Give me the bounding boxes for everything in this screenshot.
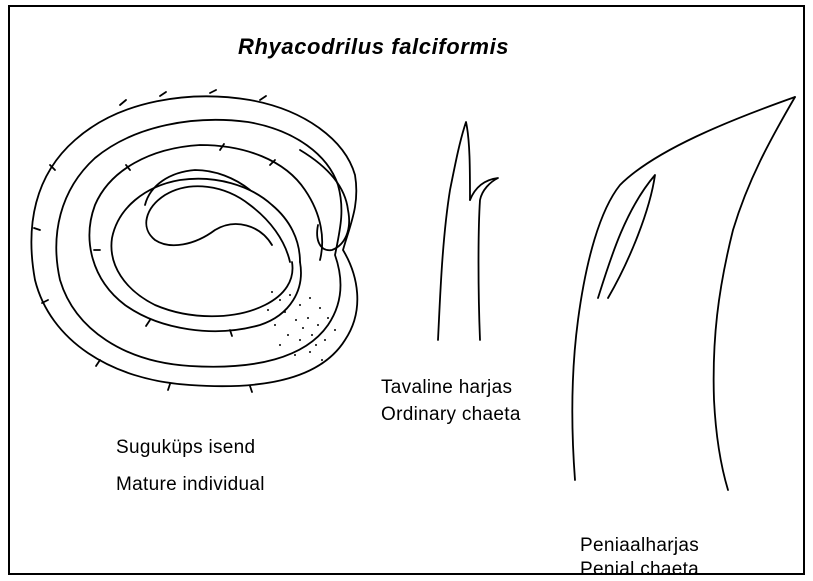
- clitellum-dots: [267, 291, 336, 361]
- worm-setae: [34, 90, 275, 392]
- ordinary-chaeta-drawing: [438, 122, 498, 340]
- penial-chaeta-label-et: Peniaalharjas: [580, 535, 699, 557]
- worm-middle-whorl-inner: [111, 179, 300, 317]
- worm-inner-curl-head: [145, 170, 250, 205]
- worm-inner-curl: [146, 186, 290, 262]
- mature-individual-label-et: Suguküps isend: [116, 437, 255, 459]
- penial-chaeta-drawing: [572, 97, 795, 490]
- mature-individual-label-en: Mature individual: [116, 474, 265, 496]
- ordinary-chaeta-label-en: Ordinary chaeta: [381, 404, 521, 426]
- penial-chaeta-label-en: Penial chaeta: [580, 559, 699, 581]
- ordinary-chaeta-label-et: Tavaline harjas: [381, 377, 512, 399]
- coiled-worm-drawing: [31, 90, 357, 392]
- worm-middle-whorl: [89, 145, 322, 331]
